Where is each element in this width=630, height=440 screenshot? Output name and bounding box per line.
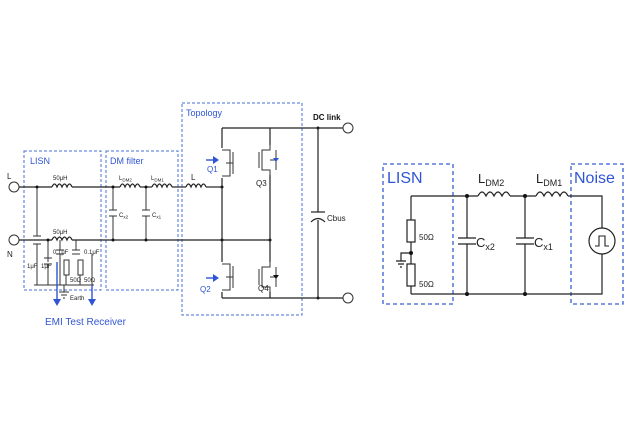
dc-minus-terminal [342, 292, 354, 304]
lisn-cap-a [33, 235, 41, 245]
lisn-cap-leads [59, 240, 77, 250]
receiver-arrowhead-left [53, 299, 61, 306]
right-cx2-cap [458, 237, 476, 245]
right-ground-symbol [396, 252, 411, 268]
topology-box [181, 102, 303, 316]
right-ldm1-label: LDM1 [536, 171, 562, 188]
noise-label: Noise [574, 170, 615, 187]
q1-mosfet [206, 148, 234, 178]
dc-link-label: DC link [313, 113, 341, 122]
q4-label: Q4 [258, 284, 269, 293]
right-res-top-label: 50Ω [419, 233, 434, 242]
ldm1-label: LDM1 [151, 176, 164, 183]
main-inductor-label: L [191, 173, 196, 182]
right-cx1-label: Cx1 [534, 235, 553, 252]
right-res-top [406, 219, 416, 243]
right-ldm1-inductor [535, 191, 569, 198]
line-terminal [8, 181, 20, 193]
earth-label: Earth [70, 296, 84, 302]
noise-pulse-icon [595, 235, 609, 247]
ldm1-inductor [151, 183, 173, 189]
dm-filter-box [105, 150, 179, 291]
right-cx1-cap [516, 237, 534, 245]
right-lisn-label: LISN [387, 170, 423, 187]
cx1-cap [142, 209, 150, 217]
q2-mosfet [206, 262, 234, 292]
lisn-box-label: LISN [30, 156, 50, 166]
receiver-arrowhead-right [88, 299, 96, 306]
right-lisn-box [382, 163, 454, 305]
main-inductor [185, 183, 207, 189]
q3-label: Q3 [256, 179, 267, 188]
cx1-label: Cx1 [152, 213, 162, 220]
lisn-top-inductor-label: 50μH [53, 176, 67, 182]
ldm2-label: LDM2 [119, 176, 132, 183]
line-terminal-label: L [7, 172, 12, 181]
right-top-rail [568, 195, 603, 228]
right-bottom-rail [411, 254, 603, 295]
right-circuit: LISN Noise LDM2 LDM1 50Ω 50Ω Cx2 Cx1 [382, 163, 624, 305]
q4-mosfet [258, 262, 280, 292]
lisn-cap-d-label: 0.1μF [84, 250, 100, 256]
right-ldm2-label: LDM2 [478, 171, 504, 188]
dm-filter-box-label: DM filter [110, 156, 144, 166]
lisn-bottom-inductor [51, 236, 73, 242]
lisn-top-inductor [51, 183, 73, 189]
topology-box-label: Topology [186, 108, 223, 118]
right-res-bottom-label: 50Ω [419, 280, 434, 289]
cbus-plate-curved [310, 217, 326, 223]
q3-mosfet [258, 145, 280, 175]
cbus-label: Cbus [327, 214, 346, 223]
lisn-cap-c-label: 0.1μF [53, 250, 69, 256]
right-cx2-label: Cx2 [476, 235, 495, 252]
cx2-cap [109, 209, 117, 217]
dc-plus-terminal [342, 122, 354, 134]
noise-box [570, 163, 624, 305]
left-circuit: LISN DM filter Topology L N 50μH LDM2 LD… [7, 102, 354, 328]
lisn-ground-leads [36, 254, 93, 285]
lisn-res-a [63, 259, 70, 276]
neutral-terminal-label: N [7, 250, 13, 259]
lisn-box [23, 150, 102, 291]
neutral-terminal [8, 234, 20, 246]
lisn-res-b [77, 259, 84, 276]
lisn-bottom-inductor-label: 50μH [53, 230, 67, 236]
ldm2-inductor [119, 183, 141, 189]
right-junction-dots [409, 194, 527, 296]
right-res-bottom [406, 263, 416, 287]
q1-label: Q1 [207, 165, 218, 174]
lisn-res-a-label: 50Ω [70, 278, 82, 284]
noise-source-icon [588, 227, 616, 255]
lisn-cap-a-label: 1μF [27, 264, 38, 270]
cx2-label: Cx2 [119, 213, 129, 220]
earth-symbol [59, 285, 69, 299]
lisn-res-b-label: 50Ω [84, 278, 96, 284]
right-ldm2-inductor [477, 191, 511, 198]
emi-receiver-label: EMI Test Receiver [45, 317, 127, 328]
lisn-cap-b-label: 1μF [41, 264, 52, 270]
q2-label: Q2 [200, 285, 211, 294]
